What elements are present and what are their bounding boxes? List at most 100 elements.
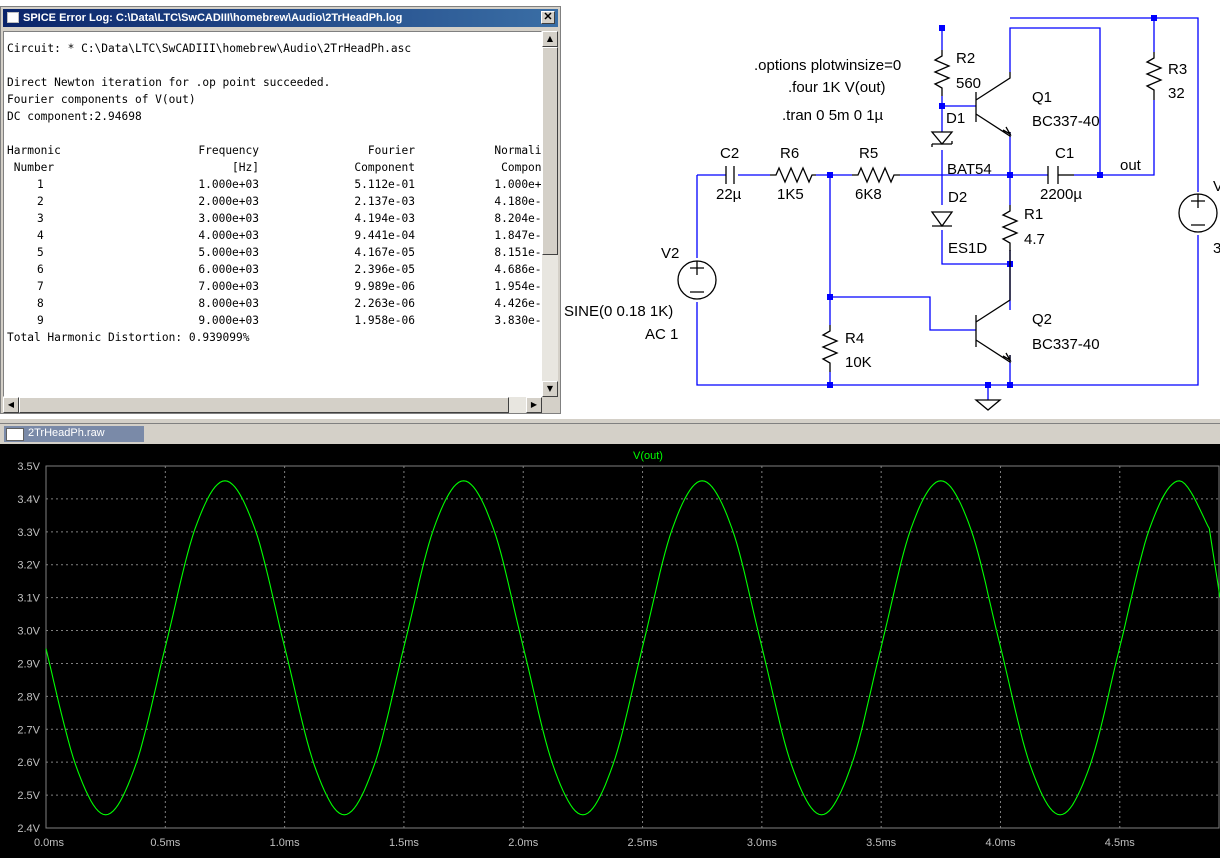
horizontal-scrollbar[interactable]: ◀ ▶: [3, 397, 542, 413]
label-d2-name: D2: [948, 189, 967, 206]
x-tick-label: 4.5ms: [1105, 837, 1135, 849]
scroll-left-icon[interactable]: ◀: [3, 397, 19, 413]
label-q2-name: Q2: [1032, 311, 1052, 328]
log-cell: Normalize: [494, 144, 542, 157]
vertical-scroll-thumb[interactable]: [542, 47, 558, 255]
log-cell: 4.167e-05: [354, 246, 415, 259]
waveform-tab[interactable]: [4, 426, 144, 442]
pane-splitter[interactable]: [0, 418, 1220, 424]
table-row: 66.000e+032.396e-054.686e-05: [7, 261, 541, 278]
y-tick-label: 2.8V: [17, 691, 40, 703]
label-r4-value: 10K: [845, 354, 872, 371]
r2-symbol[interactable]: [933, 50, 951, 96]
y-tick-label: 3.3V: [17, 527, 40, 539]
log-cell: 4: [37, 229, 44, 242]
y-tick-label: 3.1V: [17, 593, 40, 605]
log-line: Direct Newton iteration for .op point su…: [7, 76, 331, 89]
log-titlebar[interactable]: SPICE Error Log: C:\Data\LTC\SwCADIII\ho…: [3, 9, 558, 27]
log-cell: 1.954e-05: [494, 280, 542, 293]
y-tick-label: 2.7V: [17, 724, 40, 736]
waveform-titlebar[interactable]: 2TrHeadPh.raw: [0, 424, 1220, 444]
label-r1-name: R1: [1024, 206, 1043, 223]
log-content: Circuit: * C:\Data\LTC\SwCADIII\homebrew…: [7, 40, 542, 346]
schematic-labels: .options plotwinsize=0 .four 1K V(out) .…: [564, 50, 1220, 371]
spice-error-log-window[interactable]: SPICE Error Log: C:\Data\LTC\SwCADIII\ho…: [0, 6, 561, 414]
table-row: 22.000e+032.137e-034.180e-03: [7, 193, 542, 210]
scroll-up-icon[interactable]: ▲: [542, 31, 558, 47]
x-tick-label: 2.0ms: [508, 837, 538, 849]
x-tick-label: 1.5ms: [389, 837, 419, 849]
scroll-down-icon[interactable]: ▼: [542, 381, 558, 397]
label-r2-value: 560: [956, 75, 981, 92]
r1-symbol[interactable]: [1001, 205, 1019, 251]
y-tick-label: 3.2V: [17, 560, 40, 572]
c2-symbol[interactable]: [725, 166, 735, 184]
waveform-window-title: 2TrHeadPh.raw: [28, 427, 105, 439]
component-symbols[interactable]: [677, 50, 1218, 411]
table-row: 99.000e+031.958e-063.830e-06: [7, 312, 541, 329]
log-text-area[interactable]: Circuit: * C:\Data\LTC\SwCADIII\homebrew…: [3, 31, 542, 397]
trace-v-out[interactable]: [45, 480, 1220, 816]
r3-symbol[interactable]: [1145, 52, 1163, 100]
r5-symbol[interactable]: [852, 166, 900, 184]
x-tick-label: 0.0ms: [34, 837, 64, 849]
directive-four: .four 1K V(out): [788, 79, 886, 96]
horizontal-scroll-thumb[interactable]: [19, 397, 509, 413]
label-r3-name: R3: [1168, 61, 1187, 78]
y-tick-label: 3.4V: [17, 494, 40, 506]
log-cell: 7: [37, 280, 44, 293]
table-row: 44.000e+039.441e-041.847e-03: [7, 227, 542, 244]
q1-symbol[interactable]: [975, 72, 1012, 138]
log-cell: Harmonic: [7, 144, 61, 157]
log-cell: Number: [7, 161, 55, 174]
log-cell: 3.000e+03: [198, 212, 259, 225]
label-d2-value: ES1D: [948, 240, 987, 257]
d1-symbol[interactable]: [930, 131, 954, 147]
r6-symbol[interactable]: [770, 166, 816, 184]
label-r2-name: R2: [956, 50, 975, 67]
label-d1-name: D1: [946, 110, 965, 127]
waveform-icon: [6, 428, 24, 441]
log-cell: 9.441e-04: [354, 229, 415, 242]
wires: [696, 17, 1199, 400]
schematic-canvas[interactable]: .options plotwinsize=0 .four 1K V(out) .…: [0, 0, 1220, 420]
plot-frame: [45, 465, 1220, 829]
label-q1-value: BC337-40: [1032, 113, 1100, 130]
vertical-scrollbar[interactable]: ▲ ▼: [542, 31, 558, 397]
trace-label[interactable]: V(out): [633, 450, 663, 462]
ground-symbol[interactable]: [974, 399, 1002, 411]
log-cell: 9: [37, 314, 44, 327]
log-cell: 1.847e-03: [494, 229, 542, 242]
c1-symbol[interactable]: [1047, 166, 1059, 184]
x-tick-label: 3.0ms: [747, 837, 777, 849]
waveform-plot[interactable]: 3.5V3.4V3.3V3.2V3.1V3.0V2.9V2.8V2.7V2.6V…: [0, 444, 1220, 858]
label-c2-name: C2: [720, 145, 739, 162]
log-cell: 4.180e-03: [494, 195, 542, 208]
y-tick-label: 3.5V: [17, 461, 40, 473]
log-cell: 5.112e-01: [354, 178, 415, 191]
label-q1-name: Q1: [1032, 89, 1052, 106]
log-cell: 1.000e+03: [198, 178, 259, 191]
label-v2-name: V2: [661, 245, 679, 262]
label-r4-name: R4: [845, 330, 864, 347]
q2-symbol[interactable]: [975, 250, 1012, 364]
x-tick-label: 4.0ms: [985, 837, 1015, 849]
log-cell: 8.204e-03: [494, 212, 542, 225]
directive-tran: .tran 0 5m 0 1µ: [782, 107, 884, 124]
table-row: 33.000e+034.194e-038.204e-03: [7, 210, 542, 227]
log-cell: 2.000e+03: [198, 195, 259, 208]
log-cell: 9.000e+03: [198, 314, 259, 327]
scroll-right-icon[interactable]: ▶: [526, 397, 542, 413]
d2-symbol[interactable]: [930, 211, 954, 228]
log-line: Circuit: * C:\Data\LTC\SwCADIII\homebrew…: [7, 42, 412, 55]
close-button[interactable]: ✕: [541, 11, 555, 24]
table-header-row: HarmonicFrequencyFourierNormalize: [7, 142, 542, 159]
log-cell: [Hz]: [232, 161, 259, 174]
r4-symbol[interactable]: [821, 325, 839, 372]
table-row: 55.000e+034.167e-058.151e-05: [7, 244, 541, 261]
log-cell: 2.396e-05: [354, 263, 415, 276]
window-icon: [7, 12, 19, 23]
table-row: 88.000e+032.263e-064.426e-06: [7, 295, 541, 312]
